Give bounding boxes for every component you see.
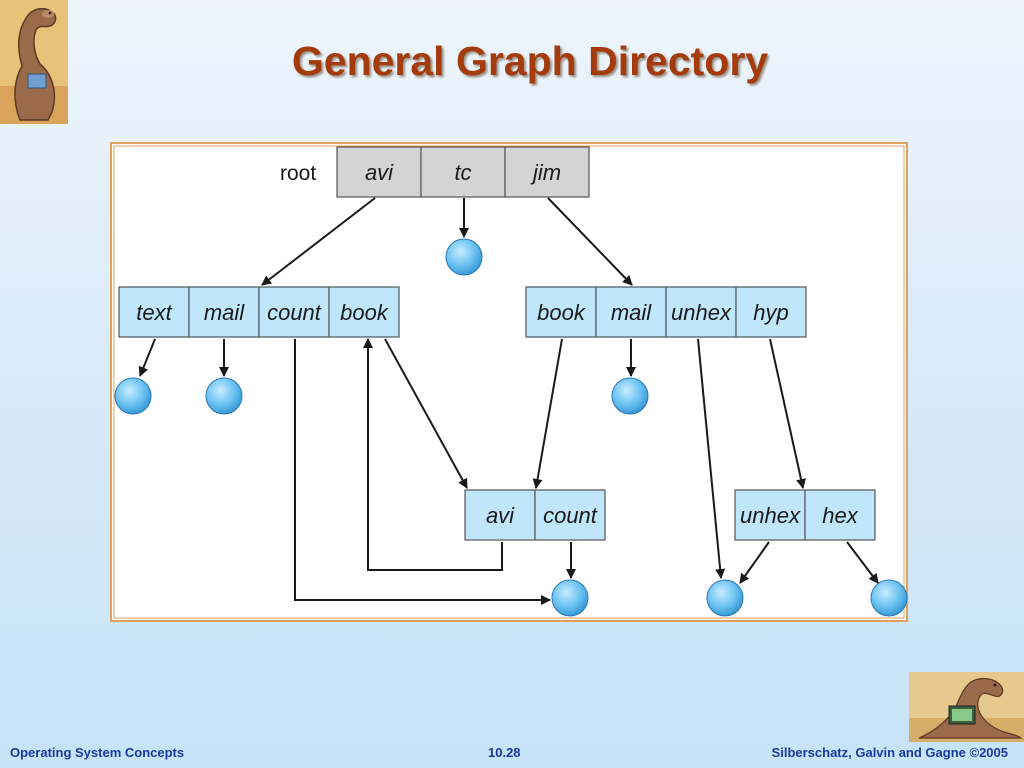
file-node-text	[114, 377, 152, 415]
edge-hex-file	[846, 541, 879, 584]
hyp-entry-unhex: unhex	[740, 503, 801, 528]
edge-hypunhex-file	[739, 541, 770, 584]
edge-text-file	[138, 338, 156, 377]
shared-entry-avi: avi	[486, 503, 515, 528]
footer-slide-number: 10.28	[488, 745, 521, 760]
jim-entry-hyp: hyp	[753, 300, 788, 325]
graph-edges	[138, 197, 879, 605]
footer-book-title: Operating System Concepts	[10, 745, 185, 760]
root-entry-tc: tc	[454, 160, 471, 185]
file-node-tc	[445, 238, 483, 276]
avi-entry-mail: mail	[204, 300, 245, 325]
hyp-entry-hex: hex	[822, 503, 858, 528]
avi-entry-text: text	[136, 300, 172, 325]
edge-hyp-dir	[769, 338, 806, 489]
edge-count-file	[294, 339, 551, 605]
file-node-unhex	[706, 579, 744, 617]
edge-book-shared	[384, 338, 468, 489]
avi-directory: text mail count book	[118, 286, 400, 338]
file-node-jim-mail	[611, 377, 649, 415]
hyp-directory: unhex hex	[734, 489, 876, 541]
jim-entry-mail: mail	[611, 300, 652, 325]
root-directory: avi tc jim	[336, 146, 590, 198]
avi-entry-count: count	[267, 300, 322, 325]
edge-root-avi	[261, 197, 376, 286]
edge-root-jim	[547, 197, 633, 286]
edge-unhex-file	[697, 338, 726, 579]
file-node-hex	[870, 579, 908, 617]
file-node-mail	[205, 377, 243, 415]
footer-copyright: Silberschatz, Galvin and Gagne ©2005	[771, 745, 1008, 760]
directory-graph-diagram: root avi tc jim text mail count book boo…	[110, 142, 908, 622]
diagram-frame	[110, 142, 908, 622]
jim-entry-book: book	[537, 300, 586, 325]
dinosaur-logo-icon	[0, 0, 68, 124]
edge-jimbook-shared	[532, 338, 563, 489]
root-entry-avi: avi	[365, 160, 394, 185]
jim-directory: book mail unhex hyp	[525, 286, 807, 338]
dinosaur-computer-logo-icon	[909, 672, 1024, 742]
jim-entry-unhex: unhex	[671, 300, 732, 325]
file-node-count	[551, 579, 589, 617]
shared-directory: avi count	[464, 489, 606, 541]
slide-title: General Graph Directory	[291, 38, 769, 84]
root-entry-jim: jim	[530, 160, 561, 185]
shared-entry-count: count	[543, 503, 598, 528]
avi-entry-book: book	[340, 300, 389, 325]
root-label: root	[280, 162, 316, 185]
edge-shared-avi-book	[363, 338, 503, 571]
